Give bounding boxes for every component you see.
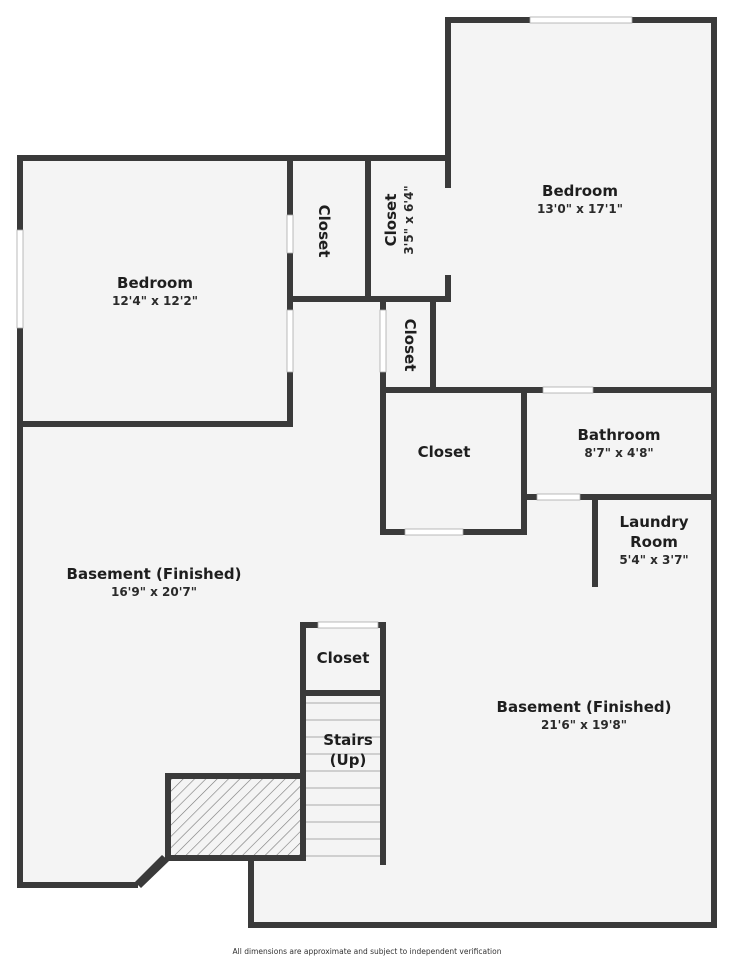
room-laundry: Laundry Room 5'4" x 3'7" [619,512,688,568]
windows-doors [16,16,633,629]
room-dimensions: 12'4" x 12'2" [111,294,199,308]
room-bathroom: Bathroom 8'7" x 4'8" [577,425,660,461]
room-dimensions: 8'7" x 4'8" [584,446,654,460]
floor-area [20,20,714,925]
room-name: Closet [382,193,400,247]
room-closet-e: Closet [317,648,370,668]
room-bedroom-right: Bedroom 13'0" x 17'1" [537,181,623,217]
room-closet-b: Closet 3'5" x 6'4" [381,185,417,254]
room-name: Bedroom [542,182,618,200]
door-opening [536,493,581,501]
door-opening [542,386,594,394]
room-name: Laundry [619,513,689,531]
window [16,229,24,329]
hatched-area [168,776,302,857]
room-closet-c: Closet [400,319,420,372]
door-opening [379,309,387,373]
door-opening [404,528,464,536]
room-name: Basement (Finished) [66,565,242,583]
room-name: Closet [401,318,419,372]
room-name: Closet [315,204,333,258]
room-name: Bathroom [577,426,661,444]
room-name: Stairs [323,731,373,749]
room-dimensions: 21'6" x 19'8" [540,718,628,732]
room-basement-left: Basement (Finished) 16'9" x 20'7" [67,564,242,600]
room-name: Bedroom [117,274,193,292]
room-name: Basement (Finished) [496,698,672,716]
door-opening [317,621,379,629]
room-name-line2: (Up) [329,751,367,769]
room-closet-a: Closet [314,205,334,258]
room-name: Closet [316,649,370,667]
room-name: Closet [417,443,471,461]
room-dimensions: 16'9" x 20'7" [110,585,198,599]
window [529,16,633,24]
room-dimensions: 5'4" x 3'7" [619,553,689,567]
room-dimensions: 3'5" x 6'4" [402,185,416,255]
disclaimer-footer: All dimensions are approximate and subje… [232,947,502,956]
stairs-label: Stairs (Up) [323,730,373,770]
door-opening [286,214,294,254]
room-name-line2: Room [630,533,678,551]
room-dimensions: 13'0" x 17'1" [536,202,624,216]
room-closet-d: Closet [418,442,471,462]
stair-treads [306,702,380,857]
room-bedroom-left: Bedroom 12'4" x 12'2" [112,273,198,309]
door-opening [286,309,294,373]
room-basement-right: Basement (Finished) 21'6" x 19'8" [497,697,672,733]
